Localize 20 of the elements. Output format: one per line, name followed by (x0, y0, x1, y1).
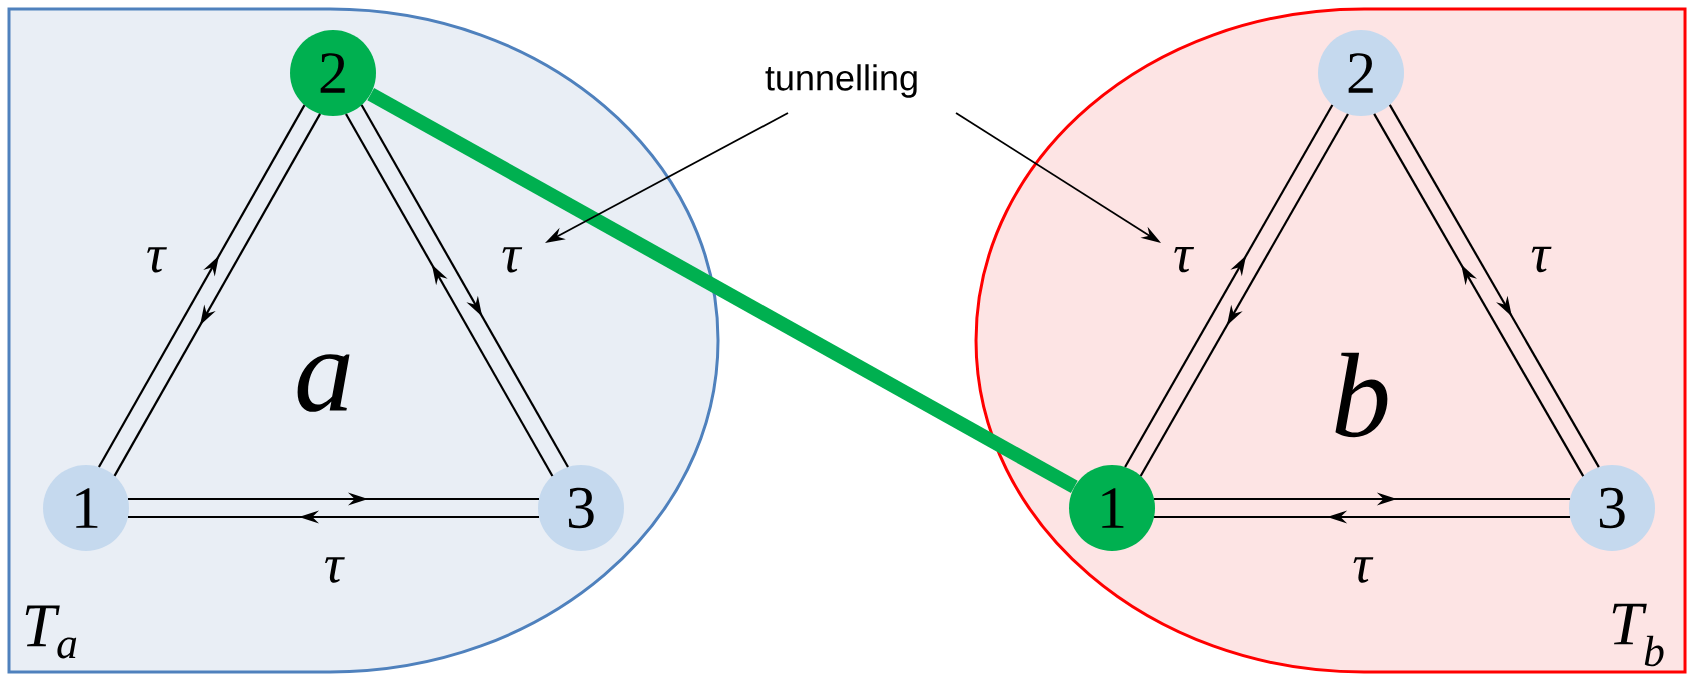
edge-label: τ (1174, 247, 1194, 273)
temperature-label: T$_{a}$ (25, 605, 77, 659)
region-letter: a (297, 354, 350, 412)
arrow (1139, 113, 1349, 477)
region-letter: b (1335, 352, 1388, 438)
annotation-text: tunnelling (765, 64, 917, 98)
arrow (1373, 113, 1585, 477)
arrow (360, 104, 569, 468)
arrow (98, 104, 306, 468)
arrow (345, 113, 554, 477)
edge-label: τ (502, 247, 523, 273)
arrow (1388, 104, 1600, 468)
edge-label: τ (1531, 246, 1552, 273)
temperature-label: T$_{b}$ (1612, 603, 1664, 667)
edge-label: τ (325, 557, 345, 583)
connection-line (367, 87, 1078, 494)
arrow (1124, 104, 1334, 468)
edge-label: τ (147, 247, 167, 273)
arrow (113, 113, 322, 477)
edge-label: τ (1353, 557, 1374, 583)
